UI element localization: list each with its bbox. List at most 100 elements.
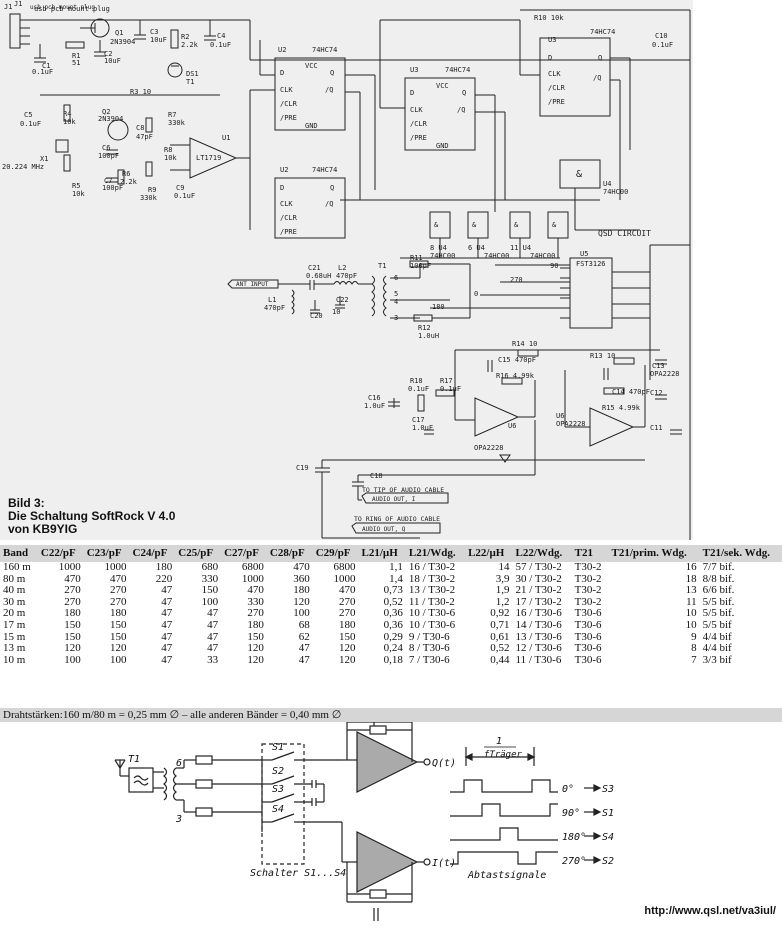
table-cell: 150 bbox=[110, 618, 127, 631]
table-cell: 47 bbox=[207, 642, 219, 655]
table-cell: 150 bbox=[247, 630, 264, 643]
label-t1-3: 3 bbox=[394, 314, 398, 322]
label-u2b-type: 74HC74 bbox=[312, 166, 337, 174]
table-cell: 10 m bbox=[3, 653, 26, 666]
table-cell: 1000 bbox=[58, 561, 81, 573]
label-c5-val: 0.1uF bbox=[20, 120, 41, 128]
label-c10-ref: C10 bbox=[655, 32, 668, 40]
label-c7-val: 100pF bbox=[102, 184, 123, 192]
label-ring: TO RING OF AUDIO CABLE bbox=[354, 515, 440, 523]
table-cell: 6/6 bif. bbox=[702, 584, 735, 597]
table-cell: 270 bbox=[338, 607, 356, 620]
label-u3b-clr: /CLR bbox=[548, 84, 566, 92]
label-c17-val: 1.0uF bbox=[412, 424, 433, 432]
table-cell: 470 bbox=[247, 584, 264, 597]
label-l1-val: 470pF bbox=[264, 304, 285, 312]
label-ant: ANT INPUT bbox=[236, 281, 269, 288]
label-c18-ref: C18 bbox=[370, 472, 383, 480]
label-u2a: U2 bbox=[278, 46, 286, 54]
table-cell: 47 bbox=[161, 653, 173, 666]
table-cell: 47 bbox=[161, 642, 173, 655]
j1-label: usb pcb mount plug bbox=[30, 4, 95, 11]
table-cell: 3/3 bif bbox=[702, 653, 732, 666]
table-cell: 21 / T30-2 bbox=[515, 584, 562, 597]
table-cell: 13 m bbox=[3, 642, 26, 655]
label-c13-val: OPA2228 bbox=[650, 370, 680, 378]
label-c21-val: 0.68uH bbox=[306, 272, 331, 280]
table-cell: 47 bbox=[161, 607, 173, 620]
label-r11-ref: R11 bbox=[410, 254, 423, 262]
table-cell: 120 bbox=[247, 642, 264, 655]
table-cell: 270 bbox=[64, 595, 81, 608]
table-cell: 180 bbox=[64, 607, 81, 620]
table-cell: T30-2 bbox=[574, 572, 602, 585]
table-cell: 100 bbox=[110, 653, 127, 666]
label-r17-val: 0.1uF bbox=[440, 385, 461, 393]
label-out-q: AUDIO OUT, Q bbox=[362, 526, 406, 533]
table-cell: T30-2 bbox=[574, 561, 602, 573]
table-cell: 18 bbox=[685, 572, 697, 585]
label-u6b: U6 bbox=[556, 412, 564, 420]
label-c11-ref: C11 bbox=[650, 424, 663, 432]
label-l2-ref: L2 bbox=[338, 264, 346, 272]
label-c8-ref: C8 bbox=[136, 124, 144, 132]
label-u4-type: 74HC00 bbox=[603, 188, 628, 196]
table-cell: 470 bbox=[110, 572, 127, 585]
table-header-2: C23/pF bbox=[83, 545, 130, 562]
label-qsd: QSD CIRCUIT bbox=[598, 229, 651, 238]
table-cell: T30-6 bbox=[574, 642, 602, 655]
label-u2b-q: Q bbox=[330, 184, 334, 192]
label-u2b-clr: /CLR bbox=[280, 214, 298, 222]
label-c12-ref: C12 bbox=[650, 389, 663, 397]
table-cell: T30-2 bbox=[574, 584, 602, 597]
table-cell: 270 bbox=[338, 595, 356, 608]
table-cell: 17 / T30-2 bbox=[515, 595, 562, 608]
label-u2a-vcc: VCC bbox=[305, 62, 318, 70]
table-header-3: C24/pF bbox=[129, 545, 176, 562]
table-cell: 7 / T30-6 bbox=[408, 653, 450, 666]
table-cell: 1,2 bbox=[495, 595, 510, 608]
table-cell: 0,52 bbox=[490, 642, 510, 655]
label-t1-4: 4 bbox=[394, 298, 398, 306]
table-cell: 150 bbox=[201, 584, 219, 597]
table-cell: 180 bbox=[247, 618, 264, 631]
table-cell: 5/5 bif. bbox=[702, 607, 735, 620]
table-cell: 160 m bbox=[3, 561, 31, 573]
label-ds1-val: T1 bbox=[186, 78, 194, 86]
table-cell: 0,52 bbox=[383, 595, 403, 608]
table-cell: 47 bbox=[207, 618, 219, 631]
label-block-switch: Schalter S1...S4 bbox=[250, 868, 346, 879]
label-connector: usb pcb mount plug bbox=[34, 5, 110, 13]
label-r16: R16 4.99k bbox=[496, 372, 535, 380]
table-cell: 16 / T30-2 bbox=[408, 561, 456, 573]
table-cell: 0,29 bbox=[383, 630, 403, 643]
figure-caption-2: Die Schaltung SoftRock V 4.0 bbox=[8, 509, 176, 523]
table-cell: 30 / T30-2 bbox=[515, 572, 562, 585]
label-c2-ref: C2 bbox=[104, 50, 112, 58]
table-cell: 150 bbox=[64, 630, 81, 643]
table-cell: 80 m bbox=[3, 572, 26, 585]
table-cell: 57 / T30-2 bbox=[515, 561, 562, 573]
table-cell: 6800 bbox=[333, 561, 356, 573]
table-cell: 17 m bbox=[3, 618, 26, 631]
table-cell: 6800 bbox=[241, 561, 264, 573]
label-r18-val: 0.1uF bbox=[408, 385, 429, 393]
label-phase-deg-180: 180° bbox=[562, 832, 586, 843]
label-u2b-d: D bbox=[280, 184, 284, 192]
table-cell: 3,9 bbox=[495, 572, 510, 585]
label-u3a-type: 74HC74 bbox=[445, 66, 470, 74]
label-c22-val: 10 bbox=[332, 308, 340, 316]
label-x1-ref: X1 bbox=[40, 155, 48, 163]
label-c2-val: 10uF bbox=[104, 57, 121, 65]
label-q1-ref: Q1 bbox=[115, 29, 123, 37]
table-cell: 9 bbox=[691, 630, 697, 643]
label-r5-ref: R5 bbox=[72, 182, 80, 190]
table-header-10: L22/µH bbox=[465, 545, 513, 562]
table-cell: 62 bbox=[298, 630, 310, 643]
label-c19-ref: C19 bbox=[296, 464, 309, 472]
table-header-5: C27/pF bbox=[221, 545, 267, 562]
